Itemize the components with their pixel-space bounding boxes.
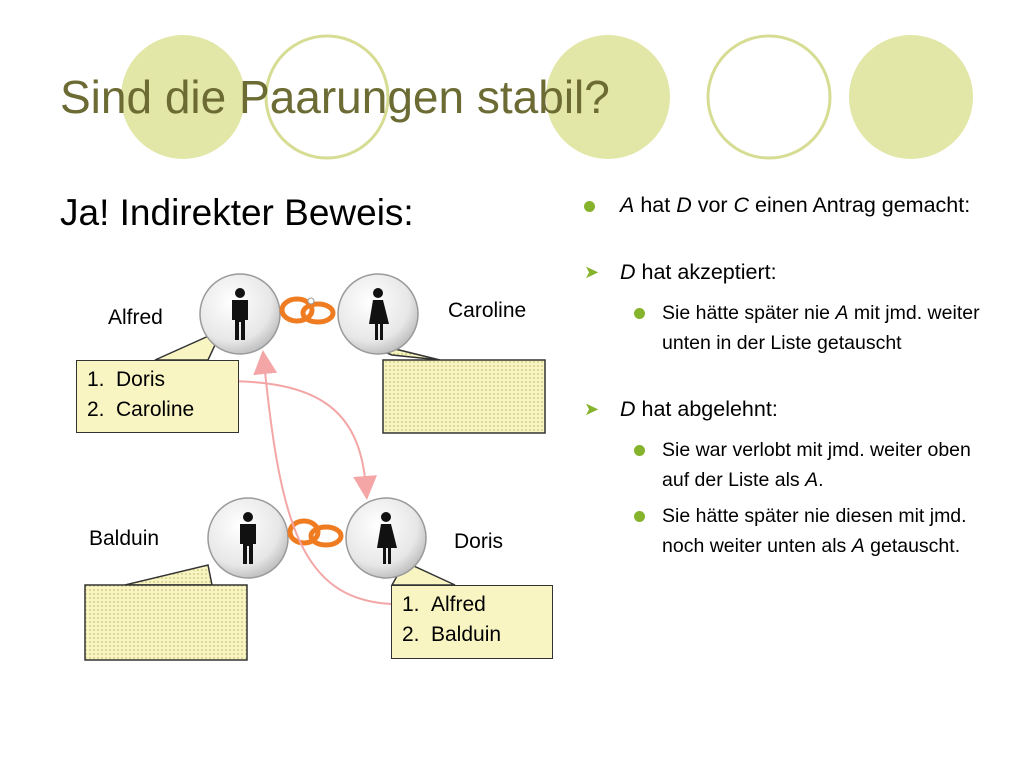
- bullet-item-2: ➤ D hat akzeptiert:: [578, 257, 998, 288]
- bullet-dot-icon: [634, 298, 645, 328]
- slide-subtitle: Ja! Indirekter Beweis:: [60, 192, 414, 233]
- list-item-number: 1.: [402, 593, 420, 616]
- list-item-name: Alfred: [431, 593, 486, 616]
- rings-icon-top: [279, 296, 336, 325]
- alfred-man-icon: [199, 273, 281, 355]
- list-item: 1. Alfred: [402, 590, 552, 620]
- deco-circle-outline: [706, 34, 832, 160]
- arrowhead-bullet-icon: ➤: [584, 399, 600, 419]
- caroline-woman-icon: [337, 273, 419, 355]
- bullet-item-1: A hat D vor C einen Antrag gemacht:: [578, 190, 998, 221]
- doris-preference-list: 1. Alfred 2. Balduin: [391, 585, 553, 659]
- bullet-item-3: ➤ D hat abgelehnt:: [578, 394, 998, 425]
- deco-circle-filled: [849, 35, 973, 159]
- deco-circle-filled: [121, 35, 245, 159]
- sub-bullet-item: Sie hätte später nie A mit jmd. weiter u…: [578, 298, 998, 358]
- list-item-name: Caroline: [116, 398, 195, 421]
- list-item-number: 2.: [87, 398, 105, 421]
- balduin-bubble-tail: [124, 564, 213, 586]
- list-item: 2. Balduin: [402, 620, 552, 650]
- name-caroline: Caroline: [448, 299, 527, 322]
- deco-circle-filled: [546, 35, 670, 159]
- arrowhead-bullet-icon: ➤: [584, 262, 600, 282]
- deco-circle-outline: [264, 34, 390, 160]
- rings-icon-bottom: [287, 518, 344, 548]
- list-item: 2. Caroline: [87, 395, 238, 425]
- list-item: 1. Doris: [87, 365, 238, 395]
- list-item-name: Balduin: [431, 623, 502, 646]
- bullet-dot-icon: [634, 435, 645, 465]
- sub-bullet-item: Sie war verlobt mit jmd. weiter oben auf…: [578, 435, 998, 495]
- arrow-alfred-to-alfred: [253, 350, 393, 605]
- doris-woman-icon: [345, 497, 427, 579]
- list-item-name: Doris: [116, 368, 166, 391]
- bullet-list: A hat D vor C einen Antrag gemacht: ➤ D …: [578, 190, 998, 567]
- alfred-preference-list: 1. Doris 2. Caroline: [76, 360, 239, 433]
- balduin-man-icon: [207, 497, 289, 579]
- arrow-doris-to-doris: [197, 380, 378, 500]
- bullet-dot-icon: [634, 501, 645, 531]
- list-item-number: 2.: [402, 623, 420, 646]
- balduin-list-box: [84, 584, 248, 661]
- bullet-dot-icon: [584, 190, 595, 221]
- name-alfred: Alfred: [108, 306, 163, 329]
- caroline-list-box: [382, 359, 546, 434]
- list-item-number: 1.: [87, 368, 105, 391]
- name-doris: Doris: [454, 530, 504, 553]
- sub-bullet-item: Sie hätte später nie diesen mit jmd. noc…: [578, 501, 998, 561]
- slide-title: Sind die Paarungen stabil?: [60, 71, 610, 123]
- name-balduin: Balduin: [89, 527, 160, 550]
